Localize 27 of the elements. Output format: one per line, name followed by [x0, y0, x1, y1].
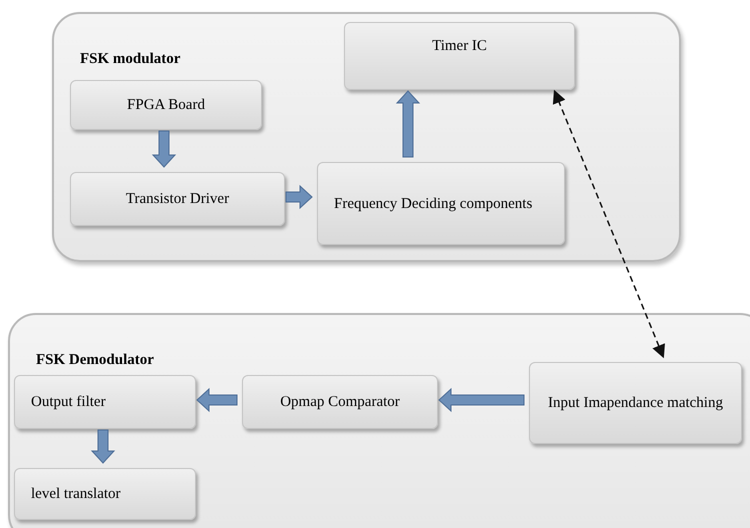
group-title: FSK modulator — [80, 50, 180, 69]
box-label: Frequency Deciding components — [334, 194, 532, 214]
group-title: FSK Demodulator — [36, 351, 154, 370]
process-box — [344, 22, 575, 90]
dashed-arrow — [552, 90, 665, 358]
box-label: Output filter — [31, 393, 106, 412]
process-box — [242, 375, 438, 429]
group-panel — [52, 12, 681, 262]
block-arrow — [286, 184, 313, 210]
block-arrow — [90, 430, 116, 464]
box-label: FPGA Board — [127, 96, 205, 115]
process-box — [14, 375, 196, 429]
box-label: Input Imapendance matching — [548, 394, 723, 413]
group-panel — [8, 313, 750, 528]
box-label: Timer IC — [432, 37, 487, 56]
process-box — [70, 80, 262, 130]
box-label: level translator — [31, 485, 121, 504]
process-box — [317, 162, 565, 245]
box-label: Opmap Comparator — [280, 393, 400, 412]
block-arrow — [152, 130, 176, 168]
box-label: Transistor Driver — [126, 190, 230, 209]
block-arrow — [396, 90, 420, 158]
block-arrow — [438, 388, 524, 412]
process-box — [14, 468, 196, 520]
process-box — [529, 362, 742, 444]
block-arrow — [196, 388, 238, 412]
process-box — [70, 172, 285, 226]
